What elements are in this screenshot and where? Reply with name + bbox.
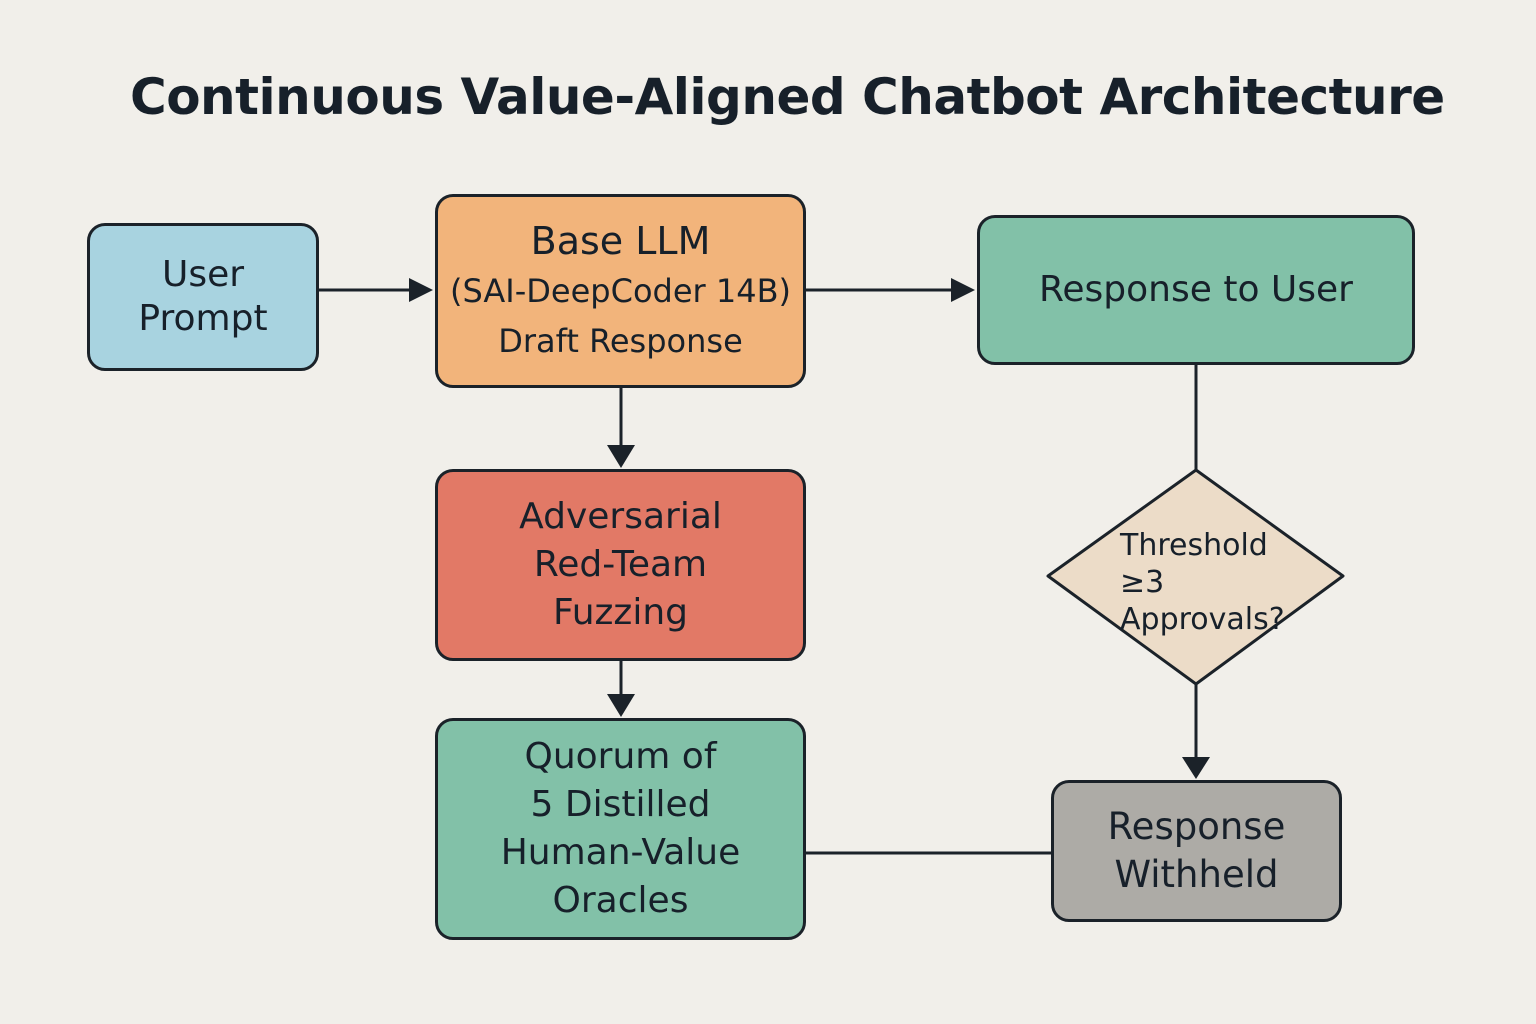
red-team-line-2: Red-Team <box>533 544 708 585</box>
user-prompt-line-1: User <box>161 254 245 295</box>
quorum-line-1: Quorum of <box>524 736 717 777</box>
quorum-line-4: Oracles <box>552 880 689 921</box>
withheld-line-1: Response <box>1107 805 1286 848</box>
arrowhead-user-to-llm <box>409 278 433 302</box>
quorum-line-2: 5 Distilled <box>530 784 711 825</box>
threshold-line-3: Approvals? <box>1120 602 1285 637</box>
red-team-line-1: Adversarial <box>519 496 722 537</box>
base-llm-line-3: Draft Response <box>498 322 743 360</box>
arrowhead-llm-to-redteam <box>607 445 635 468</box>
base-llm-node: Base LLM (SAI-DeepCoder 14B) Draft Respo… <box>435 194 806 388</box>
user-prompt-node: User Prompt <box>87 223 319 371</box>
arrowhead-redteam-to-quorum <box>607 694 635 717</box>
user-prompt-line-2: Prompt <box>138 298 268 339</box>
red-team-line-3: Fuzzing <box>552 592 689 633</box>
diagram-title: Continuous Value-Aligned Chatbot Archite… <box>130 68 1445 126</box>
quorum-line-3: Human-Value <box>500 832 741 873</box>
base-llm-line-1: Base LLM <box>530 219 711 263</box>
response-withheld-node: Response Withheld <box>1051 780 1342 922</box>
quorum-node: Quorum of 5 Distilled Human-Value Oracle… <box>435 718 806 940</box>
arrowhead-llm-to-response <box>951 278 975 302</box>
red-team-node: Adversarial Red-Team Fuzzing <box>435 469 806 661</box>
response-to-user-line-1: Response to User <box>1039 269 1353 310</box>
threshold-line-1: Threshold <box>1120 528 1268 563</box>
threshold-label: Threshold ≥3 Approvals? <box>1120 527 1285 638</box>
withheld-line-2: Withheld <box>1114 853 1279 896</box>
threshold-diamond <box>1046 468 1345 686</box>
base-llm-line-2: (SAI-DeepCoder 14B) <box>450 272 791 310</box>
arrowhead-threshold-to-withheld <box>1182 757 1210 779</box>
threshold-line-2: ≥3 <box>1120 565 1165 600</box>
response-to-user-node: Response to User <box>977 215 1415 365</box>
